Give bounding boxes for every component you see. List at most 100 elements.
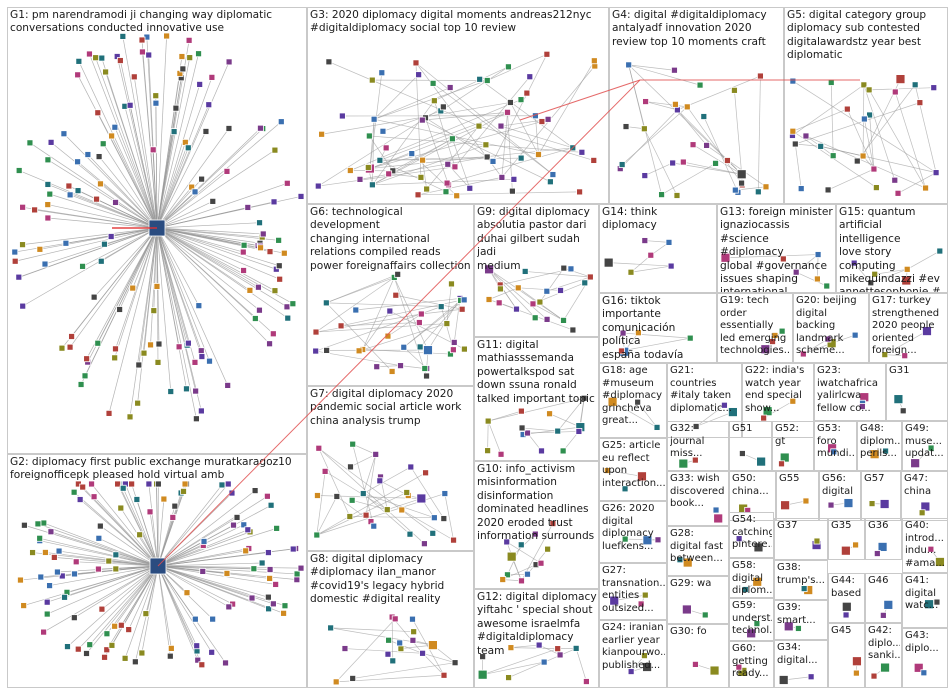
node[interactable]: [92, 54, 100, 62]
node[interactable]: [789, 397, 797, 405]
node[interactable]: [83, 650, 90, 657]
node[interactable]: [903, 265, 911, 273]
node[interactable]: [669, 159, 677, 167]
node[interactable]: [107, 233, 115, 240]
node[interactable]: [647, 251, 655, 259]
node[interactable]: [843, 105, 851, 113]
node[interactable]: [281, 602, 289, 610]
node[interactable]: [265, 605, 272, 613]
node[interactable]: [686, 334, 694, 342]
node[interactable]: [852, 541, 859, 549]
node[interactable]: [72, 558, 80, 566]
node[interactable]: [642, 98, 649, 105]
node[interactable]: [396, 639, 404, 647]
node[interactable]: [817, 142, 825, 150]
node[interactable]: [807, 673, 815, 681]
node[interactable]: [797, 185, 805, 192]
node[interactable]: [641, 172, 649, 179]
node[interactable]: [609, 595, 620, 606]
node[interactable]: [935, 557, 945, 567]
node[interactable]: [44, 156, 52, 164]
node[interactable]: [102, 68, 109, 76]
node[interactable]: [135, 361, 143, 369]
node[interactable]: [703, 142, 711, 149]
node[interactable]: [44, 181, 52, 188]
node[interactable]: [88, 480, 95, 488]
node[interactable]: [791, 140, 799, 148]
node[interactable]: [272, 581, 280, 588]
node[interactable]: [43, 598, 51, 606]
node[interactable]: [827, 79, 835, 86]
node[interactable]: [269, 600, 277, 608]
node[interactable]: [789, 127, 797, 135]
node[interactable]: [858, 403, 866, 410]
node[interactable]: [783, 621, 794, 632]
node[interactable]: [86, 50, 93, 58]
node[interactable]: [802, 132, 810, 140]
node[interactable]: [689, 141, 697, 149]
node[interactable]: [582, 678, 590, 685]
node[interactable]: [762, 183, 770, 191]
node[interactable]: [412, 59, 420, 67]
node[interactable]: [64, 643, 71, 650]
node[interactable]: [642, 535, 653, 546]
node[interactable]: [667, 262, 675, 270]
node[interactable]: [735, 535, 743, 543]
node[interactable]: [96, 522, 104, 530]
node[interactable]: [727, 407, 738, 417]
node[interactable]: [332, 678, 340, 686]
node[interactable]: [756, 456, 767, 467]
node[interactable]: [112, 199, 119, 206]
node[interactable]: [737, 666, 748, 677]
node[interactable]: [479, 653, 487, 661]
node[interactable]: [341, 645, 349, 652]
node[interactable]: [98, 605, 106, 613]
node[interactable]: [852, 669, 860, 677]
node[interactable]: [691, 456, 699, 464]
node[interactable]: [814, 275, 821, 283]
node[interactable]: [637, 600, 645, 608]
node[interactable]: [813, 537, 821, 545]
node[interactable]: [55, 547, 63, 555]
node[interactable]: [112, 551, 120, 559]
node[interactable]: [222, 659, 229, 667]
node[interactable]: [146, 508, 154, 516]
node[interactable]: [26, 139, 34, 147]
node[interactable]: [111, 622, 119, 630]
node[interactable]: [140, 349, 148, 357]
node[interactable]: [280, 609, 287, 617]
node[interactable]: [150, 307, 158, 315]
node[interactable]: [673, 192, 681, 199]
node[interactable]: [36, 245, 44, 253]
node[interactable]: [79, 483, 87, 491]
node[interactable]: [194, 656, 202, 664]
node[interactable]: [74, 158, 81, 166]
node[interactable]: [899, 407, 907, 415]
node[interactable]: [74, 645, 82, 653]
node[interactable]: [199, 568, 207, 575]
node[interactable]: [419, 649, 426, 657]
node[interactable]: [540, 658, 548, 666]
node[interactable]: [802, 497, 810, 505]
node[interactable]: [799, 350, 807, 358]
node[interactable]: [126, 413, 134, 421]
node[interactable]: [879, 611, 887, 619]
node[interactable]: [74, 187, 82, 195]
node[interactable]: [58, 344, 66, 352]
node[interactable]: [409, 615, 416, 623]
node[interactable]: [440, 671, 448, 679]
node[interactable]: [119, 33, 127, 40]
node[interactable]: [94, 109, 102, 117]
node[interactable]: [129, 284, 137, 292]
node[interactable]: [879, 499, 890, 509]
node[interactable]: [779, 255, 787, 263]
node[interactable]: [671, 66, 678, 74]
node[interactable]: [778, 327, 786, 335]
node[interactable]: [910, 458, 921, 469]
node[interactable]: [384, 650, 392, 658]
node[interactable]: [895, 74, 906, 85]
node[interactable]: [868, 500, 876, 507]
node[interactable]: [117, 504, 125, 512]
node[interactable]: [789, 77, 797, 85]
node[interactable]: [42, 549, 49, 556]
